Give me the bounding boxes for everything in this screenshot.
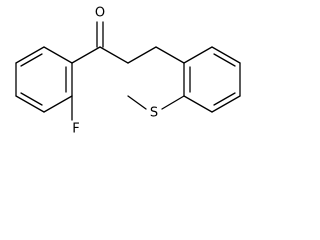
right-ring-bond	[183, 46, 213, 64]
ring-to-sulfur-bond	[161, 95, 185, 110]
fluorine-atom-label: F	[72, 122, 79, 137]
left-ring-bond	[15, 95, 45, 113]
left-ring-double-bond	[20, 53, 43, 67]
ring-to-carbonyl-bond	[71, 46, 101, 64]
left-ring-bond	[43, 95, 73, 113]
sulfur-methyl-bond	[127, 95, 147, 110]
molecule-structure: O F S	[15, 6, 241, 137]
chain-bond	[127, 46, 157, 64]
left-ring-double-bond	[20, 92, 43, 106]
right-ring-bond	[183, 95, 213, 113]
right-ring-bond	[211, 95, 241, 113]
atom-labels: O F S	[72, 6, 158, 137]
chain-bond	[155, 46, 185, 64]
oxygen-atom-label: O	[95, 6, 105, 21]
sulfur-atom-label: S	[150, 106, 158, 121]
bonds	[15, 21, 241, 121]
left-ring-bond	[43, 46, 73, 64]
left-ring-bond	[15, 46, 45, 64]
right-ring-bond	[211, 46, 241, 64]
right-ring-double-bond	[213, 53, 236, 67]
chain-bond	[99, 46, 129, 64]
right-ring-double-bond	[213, 92, 236, 106]
